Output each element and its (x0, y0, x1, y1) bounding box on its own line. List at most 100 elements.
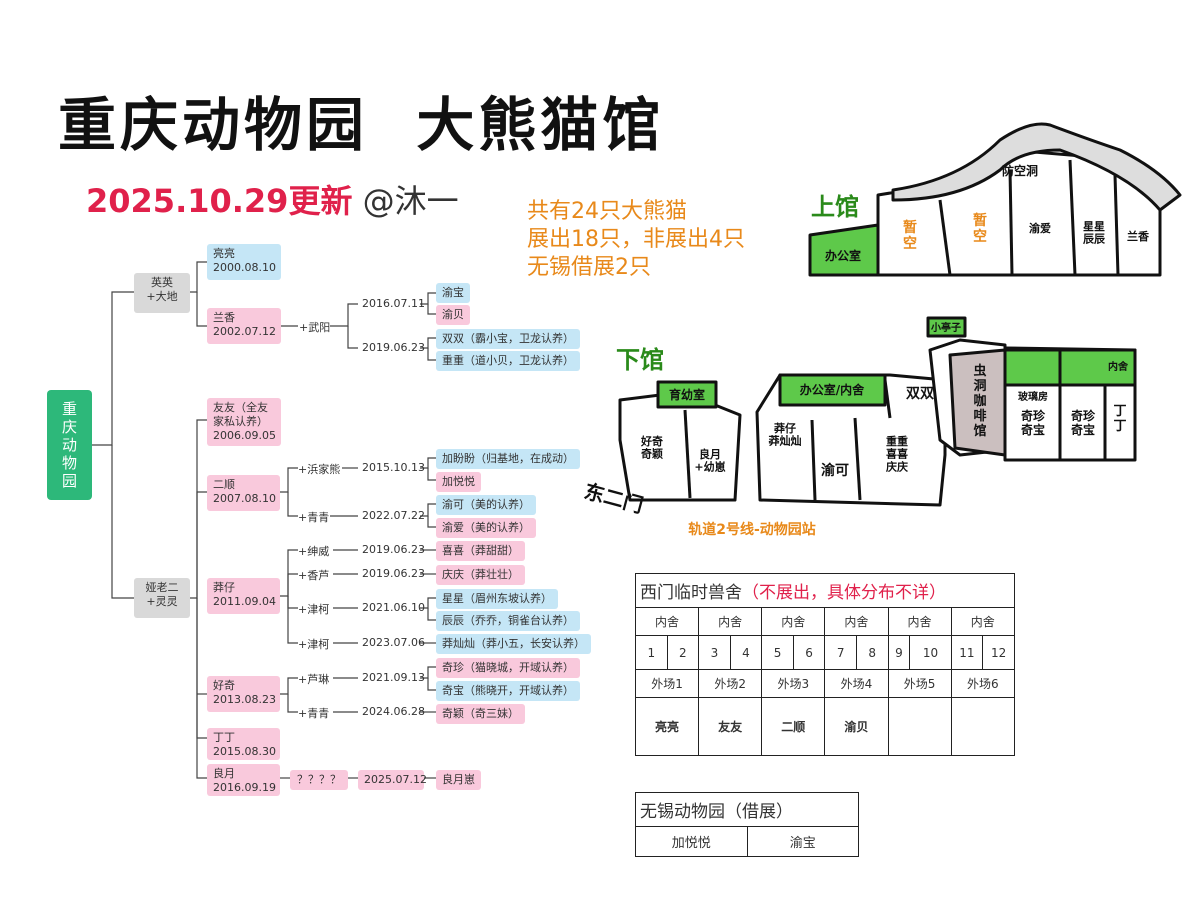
map-pavilion: 小亭子 (930, 321, 961, 334)
cub-yuai: 渝爱（美的认养） (436, 518, 536, 538)
cub-yubei: 渝贝 (436, 305, 470, 325)
update-line: 2025.10.29更新 @沐一 (86, 176, 459, 222)
west-title: 西门临时兽舍（不展出，具体分布不详） (635, 573, 1015, 608)
west-num: 10 (909, 635, 952, 670)
date-20190623c: 2019.06.23 (362, 567, 425, 580)
map-shuangshuang: 双双 (906, 386, 934, 402)
map-yuke: 渝可 (821, 462, 849, 479)
cub-liangyuezai: 良月崽 (436, 770, 481, 790)
wuxi-panda-1: 加悦悦 (635, 826, 748, 857)
date-20250712: 2025.07.12 (358, 770, 427, 790)
map-cafe: 虫洞咖啡馆 (973, 363, 986, 439)
west-num: 11 (950, 635, 984, 670)
wuxi-panda-2: 渝宝 (746, 826, 859, 857)
cub-chenchen: 辰辰（乔乔，铜雀台认养） (436, 611, 580, 631)
partner-wuyang: +武阳 (299, 321, 331, 334)
west-num: 8 (855, 635, 889, 670)
map-yuai: 渝爱 (1029, 221, 1051, 235)
partner-jinke1: +津柯 (298, 603, 330, 616)
west-inner-5: 内舍 (887, 607, 952, 636)
cub-jiapanpan: 加盼盼（归基地，在成动） (436, 449, 580, 469)
map-office-upper: 办公室 (825, 248, 861, 263)
panda-lanxiang: 兰香 2002.07.12 (207, 308, 281, 344)
family-tree-connectors (92, 261, 436, 779)
west-outer-3: 外场3 (761, 669, 826, 698)
west-num: 7 (824, 635, 857, 670)
wuxi-title: 无锡动物园（借展） (635, 792, 859, 827)
panda-haoqi: 好奇 2013.08.23 (207, 676, 280, 712)
panda-ershun: 二顺 2007.08.10 (207, 475, 280, 511)
panda-youyou: 友友（全友 家私认养） 2006.09.05 (207, 398, 281, 446)
west-num: 9 (887, 635, 911, 670)
west-outer-6: 外场6 (950, 669, 1016, 698)
partner-unknown: ？？？？ (290, 770, 348, 790)
map-qizhen-qibao2: 奇珍奇宝 (1071, 408, 1096, 437)
cub-shuangshuang: 双双（霸小宝，卫龙认养） (436, 329, 580, 349)
date-20190623b: 2019.06.23 (362, 543, 425, 556)
panda-liangyue: 良月 2016.09.19 (207, 764, 280, 796)
west-inner-6: 内舍 (950, 607, 1016, 636)
date-20210610: 2021.06.10 (362, 601, 425, 614)
partner-lulin: +芦琳 (298, 673, 330, 686)
date-20190623a: 2019.06.23 (362, 341, 425, 354)
west-num: 3 (698, 635, 731, 670)
date-20160711: 2016.07.11 (362, 297, 425, 310)
panda-mangzai: 莽仔 2011.09.04 (207, 578, 280, 614)
map-lanxiang: 兰香 (1127, 229, 1150, 243)
map-nursery: 育幼室 (669, 387, 705, 402)
west-outer-1: 外场1 (634, 669, 700, 698)
page-title: 重庆动物园 大熊猫馆 (58, 91, 665, 159)
partner-xianglu: +香芦 (298, 569, 330, 582)
update-author: @沐一 (362, 182, 459, 220)
west-outer-2: 外场2 (698, 669, 763, 698)
map-temp1: 暂空 (903, 219, 917, 252)
map-chong-xi-qing: 重重喜喜庆庆 (885, 434, 908, 473)
partner-jinke2: +津柯 (298, 638, 330, 651)
root-node: 重 庆 动 物 园 (47, 390, 92, 500)
map-inner-house: 内舍 (1108, 360, 1129, 373)
cub-qizhen: 奇珍（猫晓城，开域认养） (436, 658, 580, 678)
parent-yingying: 英英 +大地 (134, 273, 190, 313)
summary-exhibit: 展出18只，非展出4只 (527, 227, 745, 252)
partner-qingqing1: +青青 (298, 511, 330, 524)
west-outer-4: 外场4 (824, 669, 889, 698)
partner-binjiaxiong: +浜家熊 (298, 463, 341, 476)
west-occupant-5 (887, 697, 952, 756)
summary-wuxi: 无锡借展2只 (527, 255, 651, 280)
map-glass-room: 玻璃房 (1018, 390, 1048, 403)
date-20210913: 2021.09.13 (362, 671, 425, 684)
date-20151013: 2015.10.13 (362, 461, 425, 474)
map-upper-hall: 上馆 (811, 193, 859, 221)
west-outer-5: 外场5 (887, 669, 952, 698)
west-num: 12 (982, 635, 1015, 670)
map-air-raid: 防空洞 (1002, 163, 1038, 178)
map-haoqi-qiying: 好奇奇颖 (640, 434, 663, 461)
date-20230706: 2023.07.06 (362, 636, 425, 649)
west-occupant-2: 友友 (698, 697, 763, 756)
west-enclosure-table: 西门临时兽舍（不展出，具体分布不详） 内舍 内舍 内舍 内舍 内舍 内舍 1 2… (634, 573, 1016, 756)
map-lower-hall: 下馆 (616, 346, 664, 374)
west-num: 5 (761, 635, 794, 670)
wuxi-loan-table: 无锡动物园（借展） 加悦悦 渝宝 (635, 792, 859, 857)
partner-qingqing2: +青青 (298, 707, 330, 720)
cub-qingqing: 庆庆（莽壮壮） (436, 565, 525, 585)
map-metro: 轨道2号线-动物园站 (688, 521, 816, 538)
hall-map: 上馆 办公室 防空洞 暂空 暂空 渝爱 星星辰辰 兰香 下馆 育幼室 好奇奇颖 … (582, 122, 1182, 538)
map-mangzai-cancan: 莽仔莽灿灿 (768, 421, 802, 448)
cub-qiying: 奇颖（奇三妹） (436, 704, 525, 724)
map-office-inner: 办公室/内舍 (800, 382, 865, 397)
west-num: 4 (729, 635, 763, 670)
map-dingding: 丁丁 (1113, 404, 1126, 434)
map-temp2: 暂空 (973, 212, 987, 245)
west-inner-1: 内舍 (634, 607, 700, 636)
west-occupant-6 (950, 697, 1016, 756)
west-inner-2: 内舍 (698, 607, 763, 636)
west-occupant-3: 二顺 (761, 697, 826, 756)
date-20220722: 2022.07.22 (362, 509, 425, 522)
update-date: 2025.10.29更新 (86, 182, 353, 220)
cub-qibao: 奇宝（熊晓开，开域认养） (436, 681, 580, 701)
west-inner-3: 内舍 (761, 607, 826, 636)
cub-jiayueyue: 加悦悦 (436, 472, 481, 492)
map-liangyue-cub: 良月+幼崽 (694, 447, 725, 474)
cub-mangcancan: 莽灿灿（莽小五，长安认养） (436, 634, 591, 654)
